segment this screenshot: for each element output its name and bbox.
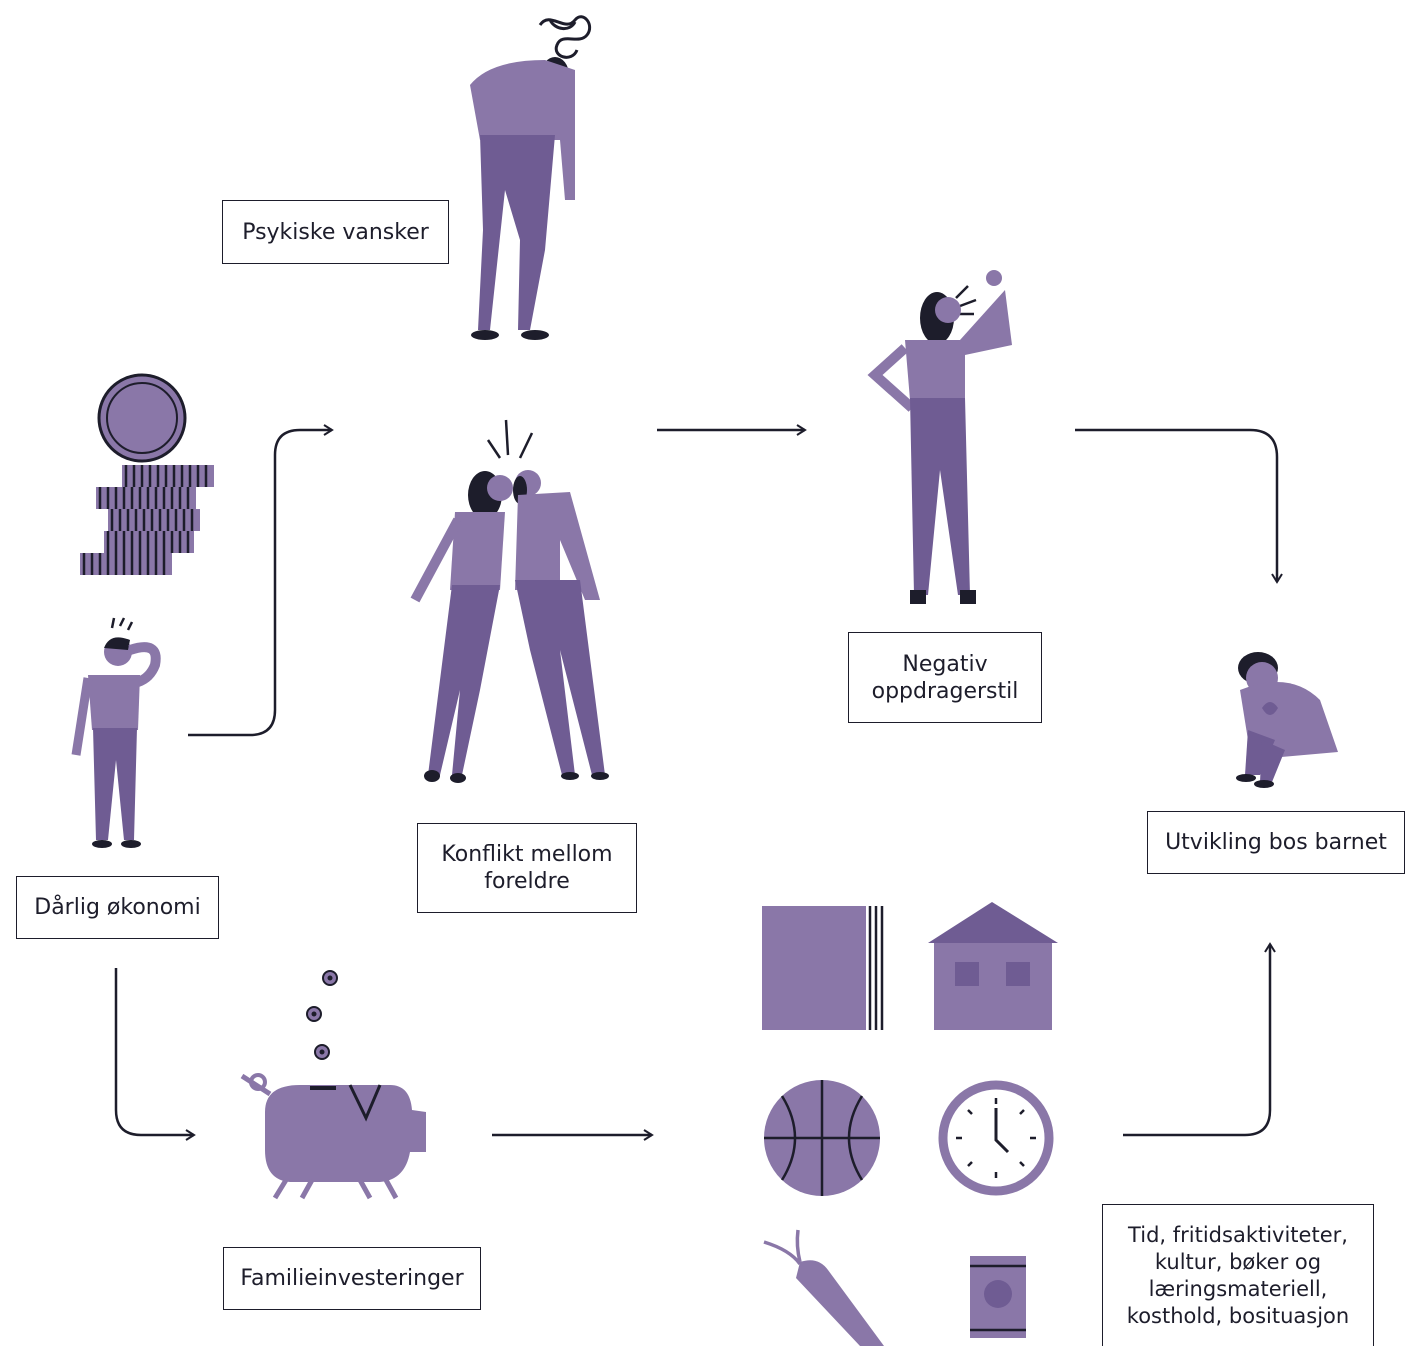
label-konflikt-line1: Konflikt mellom (441, 842, 613, 867)
clock-icon (938, 1080, 1054, 1196)
label-utvikling-bos-barnet: Utvikling bos barnet (1147, 811, 1405, 874)
basketball-icon (764, 1080, 880, 1196)
arguing-couple-icon (410, 419, 609, 783)
arrow-ressurser-to-utvikling (1123, 942, 1276, 1137)
label-darlig-okonomi-text: Dårlig økonomi (34, 895, 201, 920)
label-darlig-okonomi: Dårlig økonomi (16, 876, 219, 939)
label-tid-line3: læringsmateriell, (1148, 1276, 1328, 1301)
label-familieinvesteringer-text: Familieinvesteringer (240, 1266, 464, 1291)
coin-stack-icon (80, 373, 214, 575)
label-tid-line1: Tid, fritidsaktiviteter, (1128, 1222, 1348, 1247)
label-negativ-line2: oppdragerstil (871, 678, 1019, 704)
piggy-bank-icon (240, 970, 426, 1200)
sad-child-icon (1236, 652, 1338, 788)
shouting-woman-icon (867, 270, 1012, 604)
label-familieinvesteringer: Familieinvesteringer (223, 1247, 481, 1310)
label-tid-line2: kultur, bøker og (1154, 1249, 1322, 1274)
arrow-negativ-to-utvikling (1075, 428, 1283, 584)
label-utvikling-text: Utvikling bos barnet (1165, 830, 1387, 855)
label-tid-line4: kosthold, bosituasjon (1126, 1303, 1350, 1328)
house-icon (928, 902, 1058, 1030)
book-icon (762, 906, 886, 1030)
label-negativ-line1: Negativ (902, 651, 988, 677)
label-psykiske-vansker: Psykiske vansker (222, 200, 449, 264)
worried-man-icon (71, 617, 161, 848)
carrot-icon (763, 1229, 884, 1346)
label-psykiske-vansker-text: Psykiske vansker (242, 219, 429, 245)
label-negativ-oppdragerstil: Negativ oppdragerstil (848, 632, 1042, 723)
arrow-okonomi-to-familie (114, 968, 196, 1141)
stressed-man-icon (470, 15, 592, 340)
flow-arrows (114, 424, 1283, 1141)
label-tid-ressurser: Tid, fritidsaktiviteter, kultur, bøker o… (1102, 1204, 1374, 1346)
arrow-okonomi-to-konflikt (188, 424, 334, 737)
label-konflikt-line2: foreldre (484, 869, 570, 894)
food-can-icon (970, 1256, 1026, 1338)
label-konflikt-mellom-foreldre: Konflikt mellom foreldre (417, 823, 637, 913)
